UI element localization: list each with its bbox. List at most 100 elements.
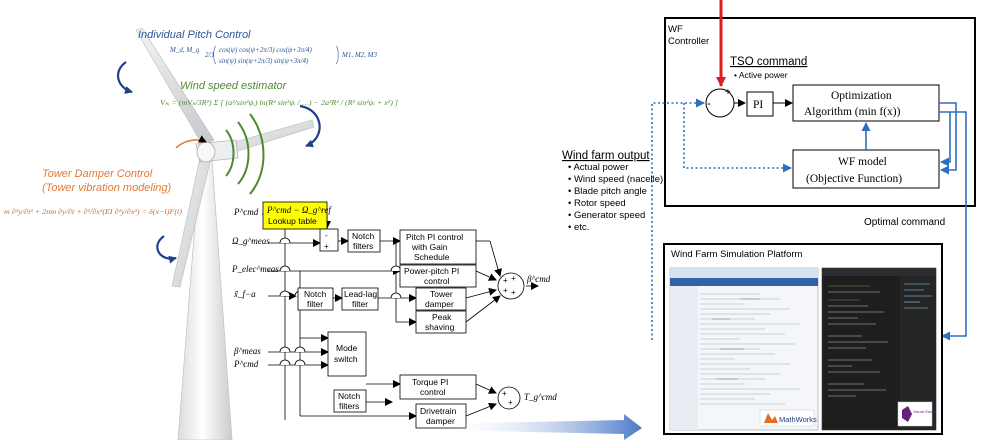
svg-text:Drivetrain: Drivetrain bbox=[420, 406, 457, 416]
svg-text:damper: damper bbox=[425, 299, 454, 309]
svg-text:+: + bbox=[503, 276, 508, 285]
svg-text:shaving: shaving bbox=[425, 322, 455, 332]
tdc-subtitle: (Tower vibration modeling) bbox=[42, 182, 172, 194]
svg-text:Torque PI: Torque PI bbox=[412, 377, 448, 387]
block-notch-filters-1: Notch filters bbox=[347, 229, 381, 253]
svg-text:filters: filters bbox=[339, 401, 359, 411]
block-pitch-pi-control: Pitch PI control with Gain Schedule bbox=[399, 229, 477, 265]
svg-text:Schedule: Schedule bbox=[414, 252, 450, 262]
wf-controller-title-line1: WF bbox=[668, 24, 683, 35]
svg-text:damper: damper bbox=[426, 416, 455, 426]
svg-text:filters: filters bbox=[353, 241, 373, 251]
svg-text:Peak: Peak bbox=[432, 312, 452, 322]
turbine-control-block-diagram bbox=[262, 213, 539, 420]
svg-text:+: + bbox=[511, 288, 516, 297]
svg-text:Notch: Notch bbox=[338, 391, 360, 401]
svg-text:+: + bbox=[324, 242, 329, 251]
svg-text:control: control bbox=[420, 387, 446, 397]
mathworks-logo: MathWorks bbox=[779, 415, 817, 424]
svg-text:Lookup table: Lookup table bbox=[268, 216, 317, 226]
signal-p-cmd-2: P^cmd bbox=[233, 359, 259, 369]
wind-farm-output-item: • Wind speed (nacelle) bbox=[568, 174, 663, 185]
svg-text:sin(ψ) sin(ψ+2π/3) sin(ψ+3π/4): sin(ψ) sin(ψ+2π/3) sin(ψ+3π/4) bbox=[219, 57, 309, 65]
wse-equation: Vₕᵢ = (mVₕ/3R²) Σ [ (a²/sin²ψᵢ) ln(R² si… bbox=[160, 99, 398, 107]
wind-farm-output-item: • Blade pitch angle bbox=[568, 186, 647, 197]
flow-arrow-to-platform bbox=[440, 414, 642, 440]
svg-text:+: + bbox=[502, 389, 507, 398]
wind-wave-2 bbox=[237, 121, 250, 185]
svg-text:PI: PI bbox=[753, 99, 763, 111]
tso-command-item: • Active power bbox=[734, 70, 788, 80]
matlab-screenshot: MathWorks bbox=[669, 267, 819, 431]
signal-p-elec-meas: P_elec^meas bbox=[231, 264, 279, 274]
block-torque-pi-control: Torque PI control bbox=[399, 374, 477, 400]
svg-text:+: + bbox=[511, 274, 516, 283]
wind-farm-output-item: • Generator speed bbox=[568, 210, 645, 221]
simulation-platform-title: Wind Farm Simulation Platform bbox=[671, 249, 803, 260]
output-tg-cmd: T_g^cmd bbox=[524, 392, 557, 402]
wse-title: Wind speed estimator bbox=[180, 80, 288, 92]
block-mode-switch: Mode switch bbox=[327, 331, 367, 377]
block-peak-shaving: Peak shaving bbox=[415, 310, 467, 334]
signal-beta-meas: β^meas bbox=[233, 346, 261, 356]
wf-controller-title-line2: Controller bbox=[668, 36, 709, 47]
wf-optimization-block: Optimization Algorithm (min f(x)) bbox=[792, 84, 940, 122]
svg-text:M_d, M_q: M_d, M_q bbox=[169, 46, 200, 54]
svg-text:+: + bbox=[725, 87, 731, 98]
wind-farm-output-item: • Actual power bbox=[568, 162, 628, 173]
block-lead-lag-filter: Lead-lag filter bbox=[341, 287, 379, 311]
optimal-command-link bbox=[941, 111, 967, 341]
svg-text:Algorithm (min f(x)): Algorithm (min f(x)) bbox=[804, 106, 901, 118]
wf-controller-links bbox=[861, 102, 957, 175]
svg-text:control: control bbox=[424, 276, 450, 286]
svg-text:+: + bbox=[503, 286, 508, 295]
tdc-equation: m ∂²y/∂t² + 2nm ∂y/∂t + ∂²/∂x²(EI ∂²y/∂x… bbox=[4, 207, 183, 216]
svg-text:Optimization: Optimization bbox=[831, 90, 892, 102]
turbine-hub bbox=[196, 141, 216, 163]
svg-text:switch: switch bbox=[334, 354, 358, 364]
ipc-title: Individual Pitch Control bbox=[138, 29, 251, 41]
wf-sum-junction: + - bbox=[705, 87, 735, 118]
svg-text:with Gain: with Gain bbox=[411, 242, 448, 252]
sum-junction-omega: - + bbox=[319, 228, 339, 252]
sum-junction-beta: + + + + bbox=[497, 272, 525, 300]
tower-vibration-arrow bbox=[175, 135, 207, 149]
signal-x-fa: x̃_f−a bbox=[233, 289, 256, 299]
tdc-title: Tower Damper Control bbox=[42, 168, 153, 180]
svg-text:-: - bbox=[707, 98, 711, 110]
svg-text:Notch: Notch bbox=[304, 289, 326, 299]
wind-farm-output-title: Wind farm output bbox=[562, 150, 650, 162]
optimal-command-label: Optimal command bbox=[864, 217, 945, 228]
turbine-tower bbox=[177, 159, 233, 440]
svg-text:Mode: Mode bbox=[336, 343, 358, 353]
svg-text:Lead-lag: Lead-lag bbox=[344, 289, 377, 299]
svg-text:filter: filter bbox=[352, 299, 368, 309]
wf-model-block: WF model (Objective Function) bbox=[792, 149, 940, 189]
svg-text:filter: filter bbox=[307, 299, 323, 309]
line-crossing-hops bbox=[279, 237, 402, 366]
signal-omega-meas: Ω_g^meas bbox=[232, 236, 270, 246]
svg-text:2/3: 2/3 bbox=[205, 51, 214, 59]
svg-text:M1, M2, M3: M1, M2, M3 bbox=[341, 51, 377, 59]
svg-text:Pitch PI control: Pitch PI control bbox=[406, 232, 463, 242]
lookup-table-block: P^cmd − Ω_g^ref Lookup table bbox=[262, 201, 332, 230]
wind-wave-1 bbox=[225, 129, 235, 177]
blade-rotation-arrow-bottom bbox=[156, 235, 177, 264]
output-beta-cmd: β^cmd bbox=[526, 274, 551, 284]
wind-farm-output-list: • Actual power • Wind speed (nacelle) • … bbox=[568, 162, 663, 233]
block-tower-damper: Tower damper bbox=[415, 287, 467, 311]
block-notch-filter-2: Notch filter bbox=[297, 287, 334, 311]
wind-turbine bbox=[116, 27, 321, 440]
svg-text:Power-pitch PI: Power-pitch PI bbox=[404, 266, 459, 276]
wf-feedback-dotted bbox=[651, 98, 792, 340]
svg-text:P^cmd − Ω_g^ref: P^cmd − Ω_g^ref bbox=[266, 205, 332, 215]
signal-p-cmd: P^cmd bbox=[233, 207, 259, 217]
blade-rotation-arrow-top bbox=[116, 61, 133, 94]
wind-wave-3 bbox=[249, 113, 265, 195]
svg-text:Notch: Notch bbox=[352, 231, 374, 241]
svg-text:cos(ψ) cos(ψ+2π/3) cos(ψ+3π/4): cos(ψ) cos(ψ+2π/3) cos(ψ+3π/4) bbox=[219, 46, 313, 54]
svg-text:WF model: WF model bbox=[838, 156, 887, 168]
wind-farm-output-item: • etc. bbox=[568, 222, 589, 233]
visual-studio-logo: Visual Studio bbox=[913, 409, 937, 414]
